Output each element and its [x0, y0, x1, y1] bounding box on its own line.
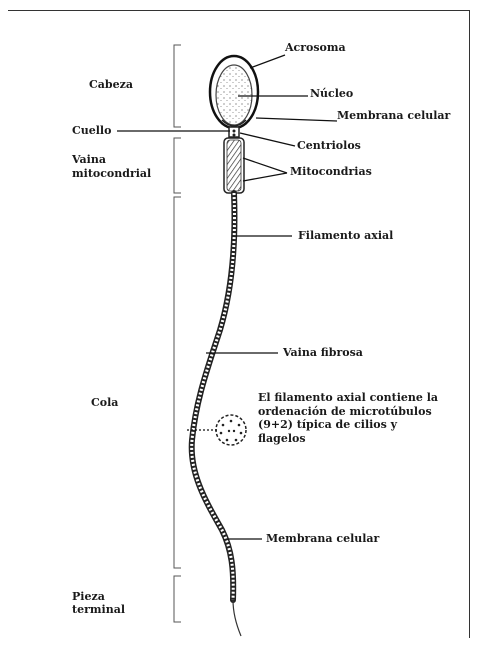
label-head: Cabeza: [89, 78, 133, 91]
label-centrioles: Centriolos: [297, 139, 361, 152]
leader-centrioles: [240, 133, 295, 146]
label-sheath-line1: Vaina: [72, 153, 106, 166]
leader-mito-2: [243, 173, 287, 181]
end-piece-shape: [233, 600, 241, 636]
leader-acrosome: [250, 55, 285, 68]
label-fibrous-sheath: Vaina fibrosa: [283, 346, 363, 359]
sperm-head: [210, 56, 258, 128]
bracket-end: [174, 576, 181, 622]
label-mitochondria: Mitocondrias: [290, 165, 372, 178]
label-tail: Cola: [91, 396, 118, 409]
axoneme-cross-section: [216, 415, 246, 445]
label-end-line1: Pieza: [72, 590, 105, 603]
leader-mito-1: [243, 158, 287, 173]
bracket-head: [174, 45, 181, 127]
label-membrane-top: Membrana celular: [337, 109, 450, 122]
nucleus-shape: [216, 65, 252, 125]
bracket-tail: [174, 197, 181, 568]
leader-membrane-top: [256, 118, 337, 121]
label-axial-filament: Filamento axial: [298, 229, 393, 242]
bracket-sheath: [174, 138, 181, 193]
axoneme-note: El filamento axial contiene la ordenació…: [258, 391, 448, 445]
label-sheath-line2: mitocondrial: [72, 167, 151, 180]
label-nucleus: Núcleo: [310, 87, 353, 100]
label-neck: Cuello: [72, 124, 111, 137]
label-acrosome: Acrosoma: [285, 41, 346, 54]
label-membrane-bottom: Membrana celular: [266, 532, 379, 545]
neck-shape: [229, 127, 239, 137]
mitochondrial-sheath-shape: [224, 138, 244, 193]
label-end-line2: terminal: [72, 603, 125, 616]
